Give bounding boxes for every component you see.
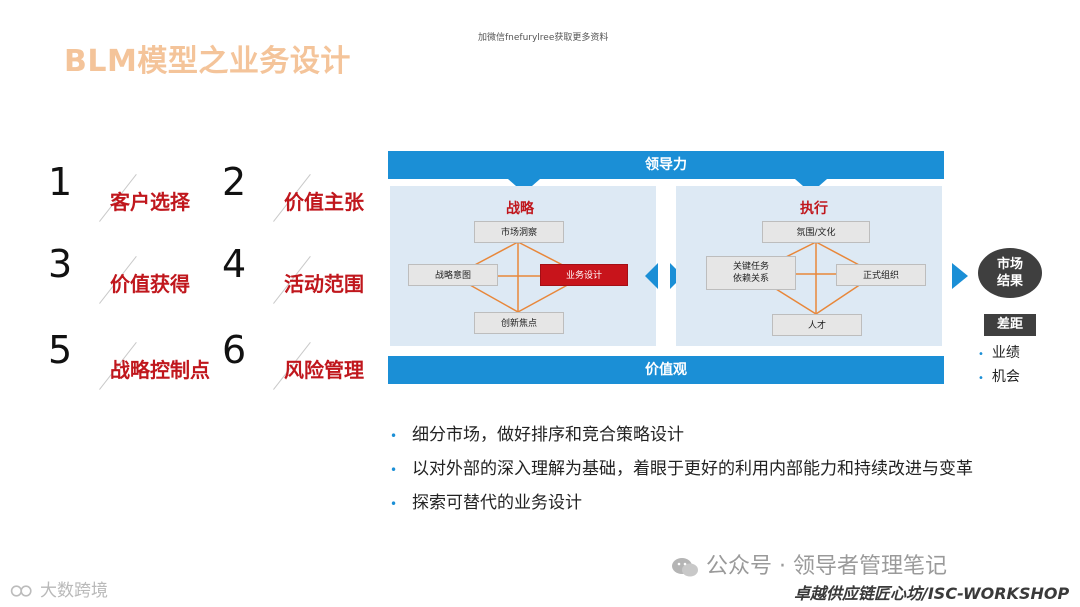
gap-item-text: 业绩 (991, 345, 1020, 361)
item-number: 6 (222, 328, 247, 372)
bullet-item: • 细分市场，做好排序和竞合策略设计 (390, 424, 973, 458)
key-tasks-line1: 关键任务 (732, 262, 769, 272)
item-customer-selection: 1 客户选择 (48, 160, 223, 235)
wechat-watermark-text: 公众号 · 领导者管理笔记 (706, 554, 947, 579)
bullet-text: 探索可替代的业务设计 (412, 493, 582, 513)
workshop-watermark: 卓越供应链匠心坊/ISC-WORKSHOP (794, 584, 1070, 603)
item-number: 1 (48, 160, 73, 204)
strategy-panel: 战略 市场洞察 战略意图 业务设计 创新焦点 (390, 186, 656, 346)
item-label: 价值主张 (284, 190, 364, 214)
item-label: 风险管理 (284, 358, 364, 382)
item-activity-scope: 4 活动范围 (222, 242, 397, 317)
execution-panel: 执行 氛围/文化 关键任务 依赖关系 正式组织 人才 (676, 186, 942, 346)
page-title: BLM模型之业务设计 (64, 44, 351, 79)
talent-box: 人才 (772, 314, 862, 336)
item-label: 活动范围 (284, 272, 364, 296)
bullet-dot-icon: • (978, 373, 984, 384)
bullet-item: • 探索可替代的业务设计 (390, 492, 973, 526)
top-note: 加微信fnefurylree获取更多资料 (478, 33, 609, 43)
bullet-dot-icon: • (390, 429, 398, 443)
item-risk-management: 6 风险管理 (222, 328, 397, 403)
dashu-watermark-text: 大数跨境 (40, 581, 108, 601)
arrow-left-icon (645, 263, 658, 289)
bullet-dot-icon: • (978, 349, 984, 360)
item-value-capture: 3 价值获得 (48, 242, 223, 317)
item-number: 5 (48, 328, 73, 372)
dashu-watermark: 大数跨境 (10, 576, 108, 601)
innovation-focus-box: 创新焦点 (474, 312, 564, 334)
market-result-circle: 市场 结果 (978, 248, 1042, 298)
result-line2: 结果 (996, 274, 1023, 289)
strategic-intent-box: 战略意图 (408, 264, 498, 286)
wechat-watermark: 公众号 · 领导者管理笔记 (670, 548, 947, 580)
gap-item-opportunity: • 机会 (978, 366, 1020, 386)
wechat-icon (672, 558, 698, 577)
gap-item-performance: • 业绩 (978, 342, 1020, 362)
dashu-logo-icon (10, 585, 32, 597)
bullet-list: • 细分市场，做好排序和竞合策略设计 • 以对外部的深入理解为基础，着眼于更好的利用… (390, 424, 973, 526)
bullet-text: 以对外部的深入理解为基础，着眼于更好的利用内部能力和持续改进与变革 (412, 459, 973, 479)
item-label: 战略控制点 (110, 358, 210, 382)
arrow-right-icon (952, 263, 968, 289)
key-tasks-box: 关键任务 依赖关系 (706, 256, 796, 290)
bullet-dot-icon: • (390, 463, 398, 477)
bullet-item: • 以对外部的深入理解为基础，着眼于更好的利用内部能力和持续改进与变革 (390, 458, 973, 492)
strategy-title: 战略 (506, 201, 534, 217)
bullet-text: 细分市场，做好排序和竞合策略设计 (412, 425, 684, 445)
item-number: 2 (222, 160, 247, 204)
bullet-dot-icon: • (390, 497, 398, 511)
result-line1: 市场 (996, 257, 1023, 272)
item-number: 3 (48, 242, 73, 286)
climate-culture-box: 氛围/文化 (762, 221, 870, 243)
item-label: 价值获得 (110, 272, 190, 296)
item-label: 客户选择 (110, 190, 190, 214)
business-design-box: 业务设计 (540, 264, 628, 286)
gap-label: 差距 (984, 314, 1036, 336)
item-strategic-control: 5 战略控制点 (48, 328, 223, 403)
leadership-bar: 领导力 (388, 151, 944, 179)
market-insight-box: 市场洞察 (474, 221, 564, 243)
gap-item-text: 机会 (991, 369, 1020, 385)
key-tasks-line2: 依赖关系 (732, 274, 769, 284)
formal-org-box: 正式组织 (836, 264, 926, 286)
item-number: 4 (222, 242, 247, 286)
execution-title: 执行 (800, 201, 828, 217)
values-bar: 价值观 (388, 356, 944, 384)
item-value-proposition: 2 价值主张 (222, 160, 397, 235)
